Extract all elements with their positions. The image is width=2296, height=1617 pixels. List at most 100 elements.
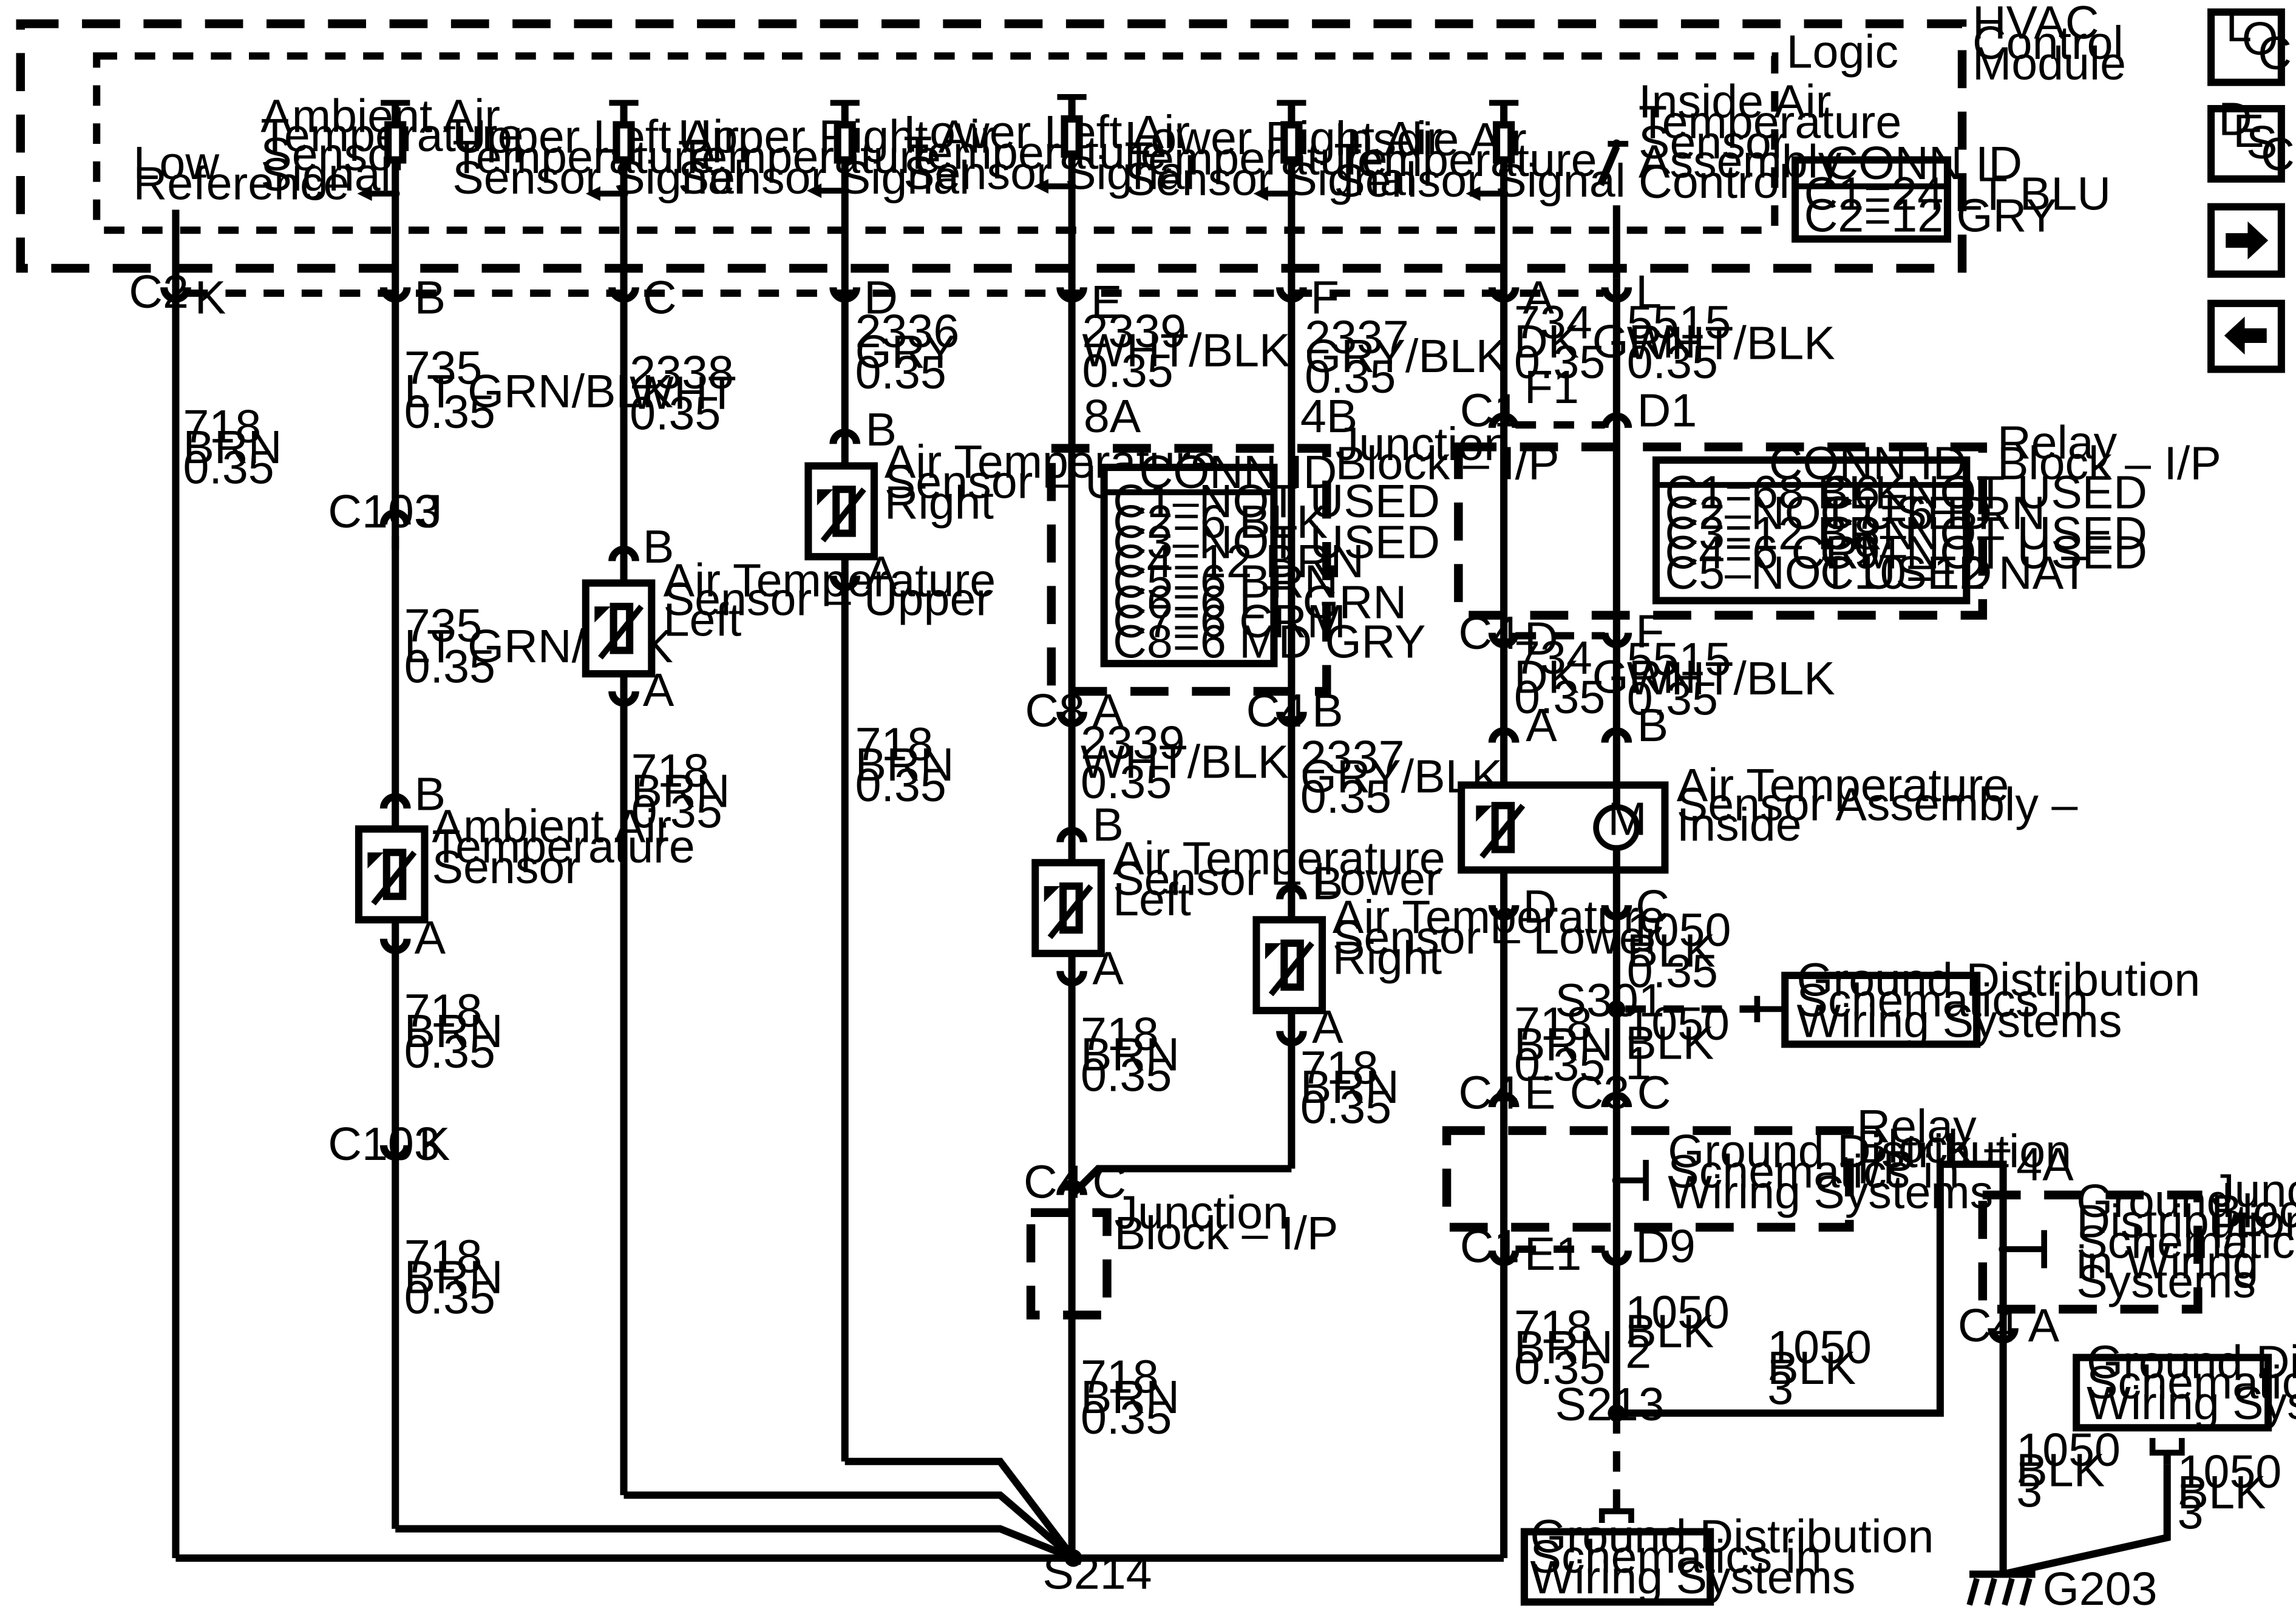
switch-l xyxy=(1597,139,1629,279)
pin-b: B xyxy=(415,272,446,324)
svg-text:D: D xyxy=(1523,881,1557,933)
module-conn-id-box xyxy=(1792,156,1951,243)
module-pins: C2 K B C D E F A L xyxy=(129,266,1662,328)
module-conn-id-row-1: C1=24 LT BLU xyxy=(1804,168,2111,220)
s214-label: S214 xyxy=(1042,1547,1152,1599)
s301-splice xyxy=(1608,1000,1626,1018)
svg-text:C: C xyxy=(1635,881,1669,933)
c4-c-pin: C xyxy=(1092,1156,1126,1209)
wire-718-lr: 718BRN0.35 xyxy=(1300,1042,1399,1133)
next-button[interactable] xyxy=(2207,203,2285,278)
wire-718-ll: 718BRN0.35 xyxy=(1081,1008,1180,1102)
svg-text:C: C xyxy=(2258,27,2292,80)
wire-734-top: 734DK GRN0.35 xyxy=(1514,297,1696,388)
c1-f1-pin: F1 xyxy=(1524,361,1579,413)
wire-718-ur: 718BRN0.35 xyxy=(855,718,954,812)
c3-c-name: C3 xyxy=(1570,1066,1630,1119)
arrow-right-icon xyxy=(2226,221,2269,260)
relay-block-top: RelayBlock – I/P CONN ID C1=68 BLK C2–NO… xyxy=(1454,417,2221,620)
svg-text:B: B xyxy=(1637,699,1668,751)
pin-d: D xyxy=(864,272,898,324)
jb-4b: 4B xyxy=(1300,390,1357,442)
hvac-module-boundary xyxy=(16,19,1967,273)
hvac-module-title: HVAC Control Module xyxy=(1972,0,2136,90)
lower-left-signal-label: Lower Left Air Temperature Sensor Signal xyxy=(903,106,1203,200)
pullup-c xyxy=(585,100,639,202)
wire-2338: 2338WHT0.35 xyxy=(630,347,736,440)
pin-c: C xyxy=(643,272,677,324)
svg-text:B: B xyxy=(865,404,896,456)
module-conn-id-row-2: C2=12 GRY xyxy=(1804,190,2057,242)
svg-text:O: O xyxy=(2242,13,2278,65)
wire-1050-a: 1050BLK0.35 xyxy=(1627,904,1731,998)
wire-718-ul: 718BRN0.35 xyxy=(631,745,730,838)
wire-718-ins2: 718BRN0.35 xyxy=(1514,1301,1613,1394)
c3-c-pin: C xyxy=(1637,1066,1671,1119)
jb-4a: 4A xyxy=(2016,1139,2074,1191)
s301-label: S301 xyxy=(1555,975,1665,1027)
svg-text:Ground DistributionSchematics: Ground DistributionSchematics inWiring S… xyxy=(1668,1125,2071,1219)
wire-718-left: 718BRN0.35 xyxy=(183,401,282,494)
desc-button[interactable]: D E S C xyxy=(2207,93,2295,183)
svg-text:A: A xyxy=(1312,1001,1343,1053)
wire-5515-top: 5515WHT/BLK0.35 xyxy=(1627,297,1835,388)
svg-text:JunctionBlock – I/P: JunctionBlock – I/P xyxy=(1115,1187,1339,1259)
module-conn-id-title: CONN ID xyxy=(1824,137,2022,189)
wire-2339-top: 2339WHT/BLK0.35 xyxy=(1082,305,1290,397)
inside-control-label: Inside Air Temperature Sensor Assembly C… xyxy=(1639,76,1915,209)
svg-text:Ground DistributionSchematics: Ground DistributionSchematics inWiring S… xyxy=(2087,1336,2296,1429)
s214-splice xyxy=(1064,1549,1082,1567)
c4-d-pin: D xyxy=(1524,613,1558,665)
svg-text:GroundDistributionSchematicsin: GroundDistributionSchematicsin WiringSys… xyxy=(2076,1175,2296,1308)
wire-2336: 2336GRY0.35 xyxy=(855,305,960,399)
arrow-left-icon xyxy=(2224,316,2267,355)
svg-text:C: C xyxy=(2261,128,2295,180)
g203-ground: G203 xyxy=(1966,1563,2158,1615)
s213-label: S213 xyxy=(1555,1378,1665,1431)
inside-sensor-label: Air TemperatureSensor Assembly –Inside xyxy=(1677,759,2078,851)
svg-text:RelayBlock – I/P: RelayBlock – I/P xyxy=(1997,417,2221,490)
pin-k: K xyxy=(195,272,226,324)
c4-c-name: C4 xyxy=(1024,1156,1084,1209)
pullup-b xyxy=(357,100,410,202)
lower-right-sensor-label: Air TemperatureSensor – LowerRight xyxy=(1333,891,1665,985)
pin-e: E xyxy=(1091,276,1122,328)
ambient-sensor-label: Ambient AirTemperatureSensor xyxy=(432,800,695,893)
wire-735-top: 735LT GRN/BLK0.35 xyxy=(404,342,673,438)
wire-718-amb2: 718BRN0.35 xyxy=(404,1231,503,1324)
svg-text:L: L xyxy=(2226,0,2252,52)
c103-k-name: C103 xyxy=(328,1118,440,1170)
wire-5515-mid: 5515WHT/BLK0.35 xyxy=(1627,634,1835,725)
c1-f1-name: C1 xyxy=(1460,384,1520,436)
wire-labels: 718BRN0.35 735LT GRN/BLK0.35 735LT GRN/B… xyxy=(183,297,2281,1539)
wire-1050-e: 1050BLK3 xyxy=(2016,1424,2121,1517)
svg-text:B: B xyxy=(1092,799,1123,851)
svg-text:RelayBlock –I/P: RelayBlock –I/P xyxy=(1856,1100,2010,1194)
loc-button[interactable]: L O C xyxy=(2207,0,2292,86)
ground-far-right: Ground DistributionSchematics inWiring S… xyxy=(2073,1336,2296,1465)
s213-splice xyxy=(1608,1404,1626,1422)
junction-block-bottom: JunctionBlock – I/P xyxy=(1026,1187,1339,1320)
sensor-ambient: B A Ambient AirTemperatureSensor xyxy=(355,768,695,964)
upper-right-signal-label: Upper Right Air Temperature Sensor Signa… xyxy=(678,110,1009,204)
pullup-d xyxy=(807,100,860,198)
low-reference-label: Low Reference xyxy=(133,137,349,210)
sensor-lower-right: B A Air TemperatureSensor – LowerRight xyxy=(1252,858,1665,1053)
svg-text:D: D xyxy=(2218,93,2252,145)
svg-text:B: B xyxy=(415,768,446,820)
svg-text:Ground DistributionSchematics: Ground DistributionSchematics inWiring S… xyxy=(1530,1510,1934,1604)
c103-j-pin: J xyxy=(419,486,443,538)
pin-a: A xyxy=(1523,272,1554,324)
logic-pullups xyxy=(357,93,1629,279)
relay-block-mid: RelayBlock –I/P Ground DistributionSchem… xyxy=(1442,1100,2071,1232)
svg-text:E: E xyxy=(2233,105,2264,157)
wire-718-jb: 718BRN0.35 xyxy=(1081,1351,1180,1444)
prev-button[interactable] xyxy=(2207,299,2285,373)
wire-2339-mid: 2339WHT/BLK0.35 xyxy=(1081,717,1289,808)
svg-text:A: A xyxy=(1092,942,1124,994)
svg-text:G203: G203 xyxy=(2043,1563,2158,1615)
junction-block-right: JunctionBlock –I/P GroundDistributionSch… xyxy=(1978,1165,2296,1314)
wire-2337-mid: 2337GRY/BLK0.35 xyxy=(1300,731,1503,823)
pin-c2: C2 xyxy=(129,266,189,318)
